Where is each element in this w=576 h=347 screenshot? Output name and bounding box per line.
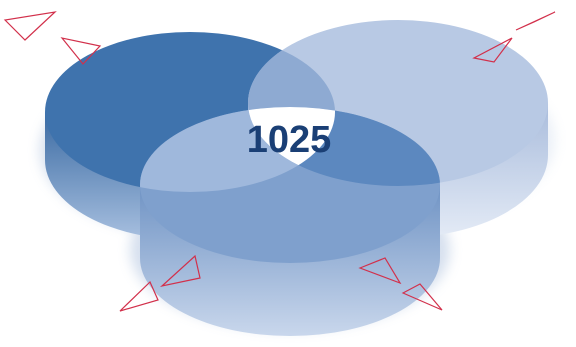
triangle-outline-icon [516, 12, 555, 30]
center-count: 1025 [247, 119, 332, 161]
triangle-outline-icon [5, 12, 55, 40]
triangle-outline-icon [120, 282, 158, 311]
